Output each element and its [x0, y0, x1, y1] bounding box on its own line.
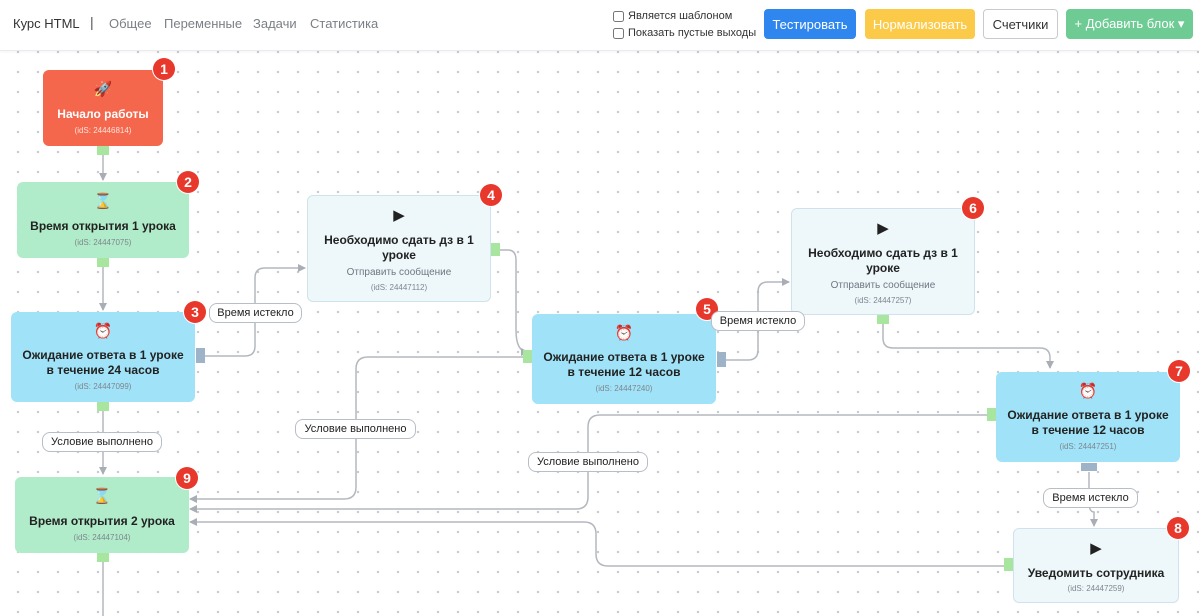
add-block-button[interactable]: + Добавить блок ▾	[1066, 9, 1193, 39]
edge-label-condition-met: Условие выполнено	[42, 432, 162, 452]
block-subtitle: Отправить сообщение	[346, 267, 452, 278]
alarm-clock-icon: ⏰	[93, 323, 113, 340]
block-id: (idS: 24447240)	[595, 384, 653, 393]
block-id: (idS: 24447259)	[1067, 584, 1125, 593]
block-number-badge: 2	[177, 171, 199, 193]
timeout-port[interactable]	[717, 352, 726, 367]
block-id: (idS: 24447075)	[74, 238, 132, 247]
block-title: Начало работы	[57, 107, 149, 121]
timeout-port[interactable]	[196, 348, 205, 363]
input-port[interactable]	[1004, 558, 1013, 571]
output-port[interactable]	[491, 243, 500, 256]
delay-block-lesson1-open[interactable]: ⌛ Время открытия 1 урока (idS: 24447075)	[17, 182, 189, 258]
block-title: Ожидание ответа в 1 уроке в течение 24 ч…	[22, 348, 184, 377]
message-block-homework-1[interactable]: ▶ Необходимо сдать дз в 1 уроке Отправит…	[307, 195, 491, 302]
tab-statistics[interactable]: Статистика	[310, 16, 379, 31]
tab-variables[interactable]: Переменные	[164, 16, 243, 31]
block-number-badge: 9	[176, 467, 198, 489]
tab-tasks[interactable]: Задачи	[253, 16, 297, 31]
block-title: Необходимо сдать дз в 1 уроке	[808, 246, 958, 275]
show-empty-outputs-checkbox[interactable]: Показать пустые выходы	[613, 27, 756, 39]
block-title: Ожидание ответа в 1 уроке в течение 12 ч…	[1007, 408, 1169, 437]
is-template-label: Является шаблоном	[628, 10, 733, 22]
edge-label-condition-met: Условие выполнено	[295, 419, 416, 439]
block-title: Ожидание ответа в 1 уроке в течение 12 ч…	[543, 350, 705, 379]
test-button[interactable]: Тестировать	[764, 9, 856, 39]
delay-block-lesson2-open[interactable]: ⌛ Время открытия 2 урока (idS: 24447104)	[15, 477, 189, 553]
is-template-checkbox-input[interactable]	[613, 10, 624, 22]
timeout-port[interactable]	[1081, 463, 1097, 471]
block-id: (idS: 24447112)	[370, 283, 428, 292]
block-id: (idS: 24447104)	[73, 533, 131, 542]
play-icon: ▶	[393, 207, 405, 224]
counters-button[interactable]: Счетчики	[983, 9, 1058, 39]
edge-label-timeout: Время истекло	[711, 311, 805, 331]
block-title: Время открытия 2 урока	[29, 514, 175, 528]
block-number-badge: 8	[1167, 517, 1189, 539]
rocket-icon: 🚀	[93, 81, 113, 98]
wait-block-24h[interactable]: ⏰ Ожидание ответа в 1 уроке в течение 24…	[11, 312, 195, 402]
wait-block-12h-a[interactable]: ⏰ Ожидание ответа в 1 уроке в течение 12…	[532, 314, 716, 404]
output-port[interactable]	[97, 402, 109, 411]
block-id: (idS: 24446814)	[74, 126, 132, 135]
input-port[interactable]	[523, 350, 532, 363]
course-title: Курс HTML	[13, 16, 80, 31]
block-title: Уведомить сотрудника	[1027, 566, 1165, 580]
edge-label-timeout: Время истекло	[209, 303, 302, 323]
output-port[interactable]	[97, 553, 109, 562]
normalize-button[interactable]: Нормализовать	[865, 9, 975, 39]
alarm-clock-icon: ⏰	[614, 325, 634, 342]
hourglass-icon: ⌛	[92, 488, 112, 505]
edge-label-condition-met: Условие выполнено	[528, 452, 648, 472]
block-number-badge: 7	[1168, 360, 1190, 382]
wire-6-7	[882, 322, 1054, 369]
block-number-badge: 1	[153, 58, 175, 80]
play-icon: ▶	[877, 220, 889, 237]
output-port[interactable]	[987, 408, 996, 421]
edge-label-timeout: Время истекло	[1043, 488, 1138, 508]
show-empty-outputs-checkbox-input[interactable]	[613, 27, 624, 39]
block-subtitle: Отправить сообщение	[830, 280, 936, 291]
block-id: (idS: 24447257)	[854, 296, 912, 305]
title-separator: |	[90, 14, 94, 30]
block-title: Необходимо сдать дз в 1 уроке	[324, 233, 474, 262]
message-block-homework-2[interactable]: ▶ Необходимо сдать дз в 1 уроке Отправит…	[791, 208, 975, 315]
hourglass-icon: ⌛	[93, 193, 113, 210]
wait-block-12h-b[interactable]: ⏰ Ожидание ответа в 1 уроке в течение 12…	[996, 372, 1180, 462]
notify-employee-block[interactable]: ▶ Уведомить сотрудника (idS: 24447259)	[1013, 528, 1179, 603]
wire-4-5	[500, 249, 529, 356]
block-title: Время открытия 1 урока	[30, 219, 176, 233]
top-toolbar: Курс HTML | Общее Переменные Задачи Стат…	[0, 0, 1199, 51]
alarm-clock-icon: ⏰	[1078, 383, 1098, 400]
output-port[interactable]	[97, 146, 109, 155]
is-template-checkbox[interactable]: Является шаблоном	[613, 10, 732, 22]
wire-8-9	[189, 518, 1006, 567]
block-number-badge: 3	[184, 301, 206, 323]
show-empty-outputs-label: Показать пустые выходы	[628, 27, 757, 39]
block-number-badge: 6	[962, 197, 984, 219]
start-block[interactable]: 🚀 Начало работы (idS: 24446814)	[43, 70, 163, 146]
output-port[interactable]	[97, 258, 109, 267]
block-id: (idS: 24447251)	[1059, 442, 1117, 451]
block-number-badge: 4	[480, 184, 502, 206]
block-id: (idS: 24447099)	[74, 382, 132, 391]
tab-general[interactable]: Общее	[109, 16, 152, 31]
play-icon: ▶	[1090, 540, 1102, 557]
output-port[interactable]	[877, 315, 889, 324]
